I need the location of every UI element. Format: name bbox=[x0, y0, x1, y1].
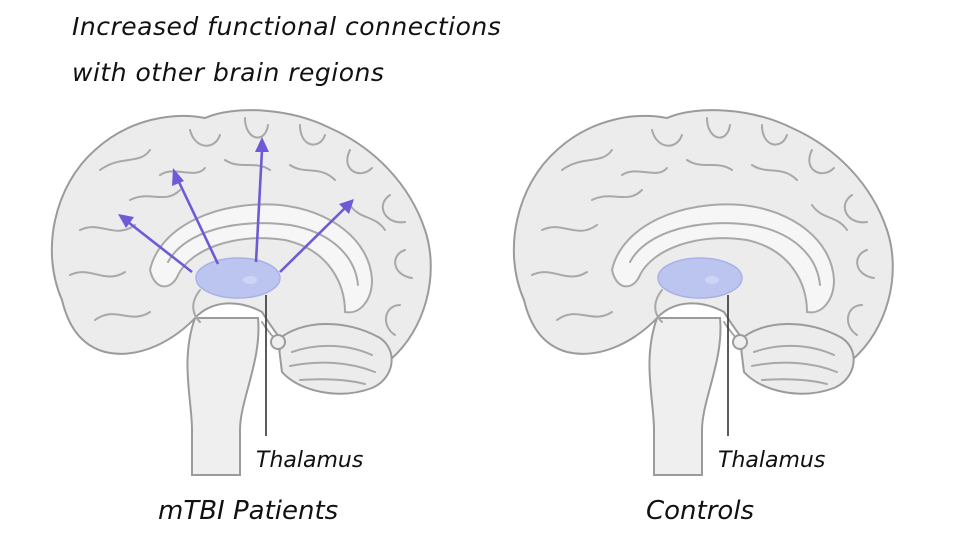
thalamus-label-patients: Thalamus bbox=[256, 448, 364, 473]
arrow-2 bbox=[176, 179, 220, 265]
thalamus-label-controls: Thalamus bbox=[718, 448, 826, 473]
thalamus-controls bbox=[657, 257, 743, 299]
connection-arrows bbox=[118, 137, 354, 274]
caption-controls: Controls bbox=[646, 496, 755, 526]
thalamus-patients bbox=[195, 257, 281, 299]
arrow-3 bbox=[254, 149, 264, 263]
heading-line-2: with other brain regions bbox=[72, 58, 385, 87]
caption-patients: mTBI Patients bbox=[158, 496, 339, 526]
heading-line-1: Increased functional connections bbox=[72, 12, 502, 41]
arrow-1 bbox=[127, 220, 193, 274]
arrow-4 bbox=[279, 207, 346, 273]
